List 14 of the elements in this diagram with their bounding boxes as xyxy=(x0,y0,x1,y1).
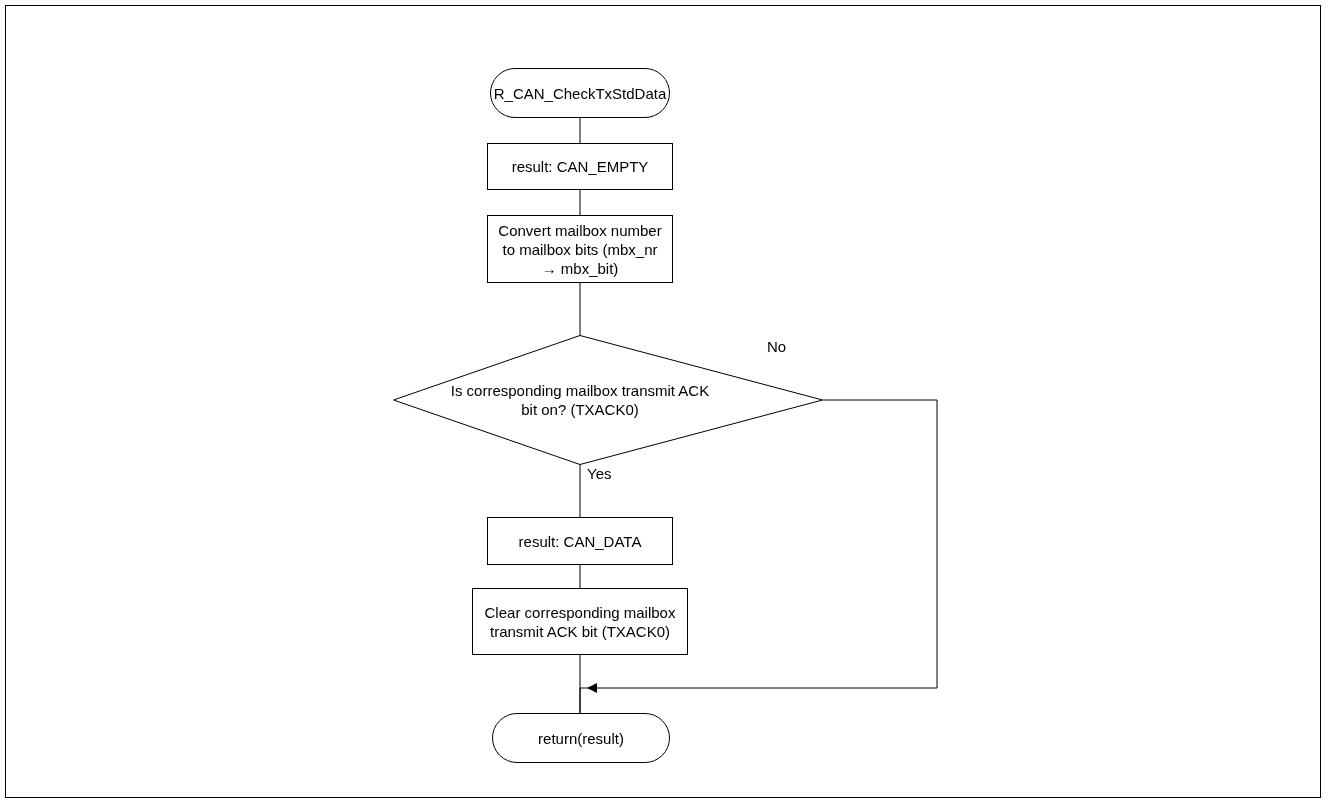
node-text: result: CAN_EMPTY xyxy=(511,157,649,176)
terminal-box xyxy=(492,713,670,763)
node-text: Clear corresponding mailbox transmit ACK bit (TXACK0) xyxy=(483,602,677,641)
terminal-box xyxy=(490,68,670,118)
process-box xyxy=(487,143,673,190)
node-text: R_CAN_CheckTxStdData xyxy=(493,83,667,103)
process-box xyxy=(487,517,673,565)
node-text: Is corresponding mailbox transmit ACK bit on? (TXACK0) xyxy=(450,381,710,419)
node-text: return(result) xyxy=(538,728,624,748)
node-text: Convert mailbox number to mailbox bits (mbx_nr → mbx_bit) xyxy=(497,220,663,278)
process-box xyxy=(472,588,688,655)
process-box xyxy=(487,215,673,283)
decision-diamond xyxy=(393,335,823,465)
node-text: result: CAN_DATA xyxy=(518,531,642,551)
